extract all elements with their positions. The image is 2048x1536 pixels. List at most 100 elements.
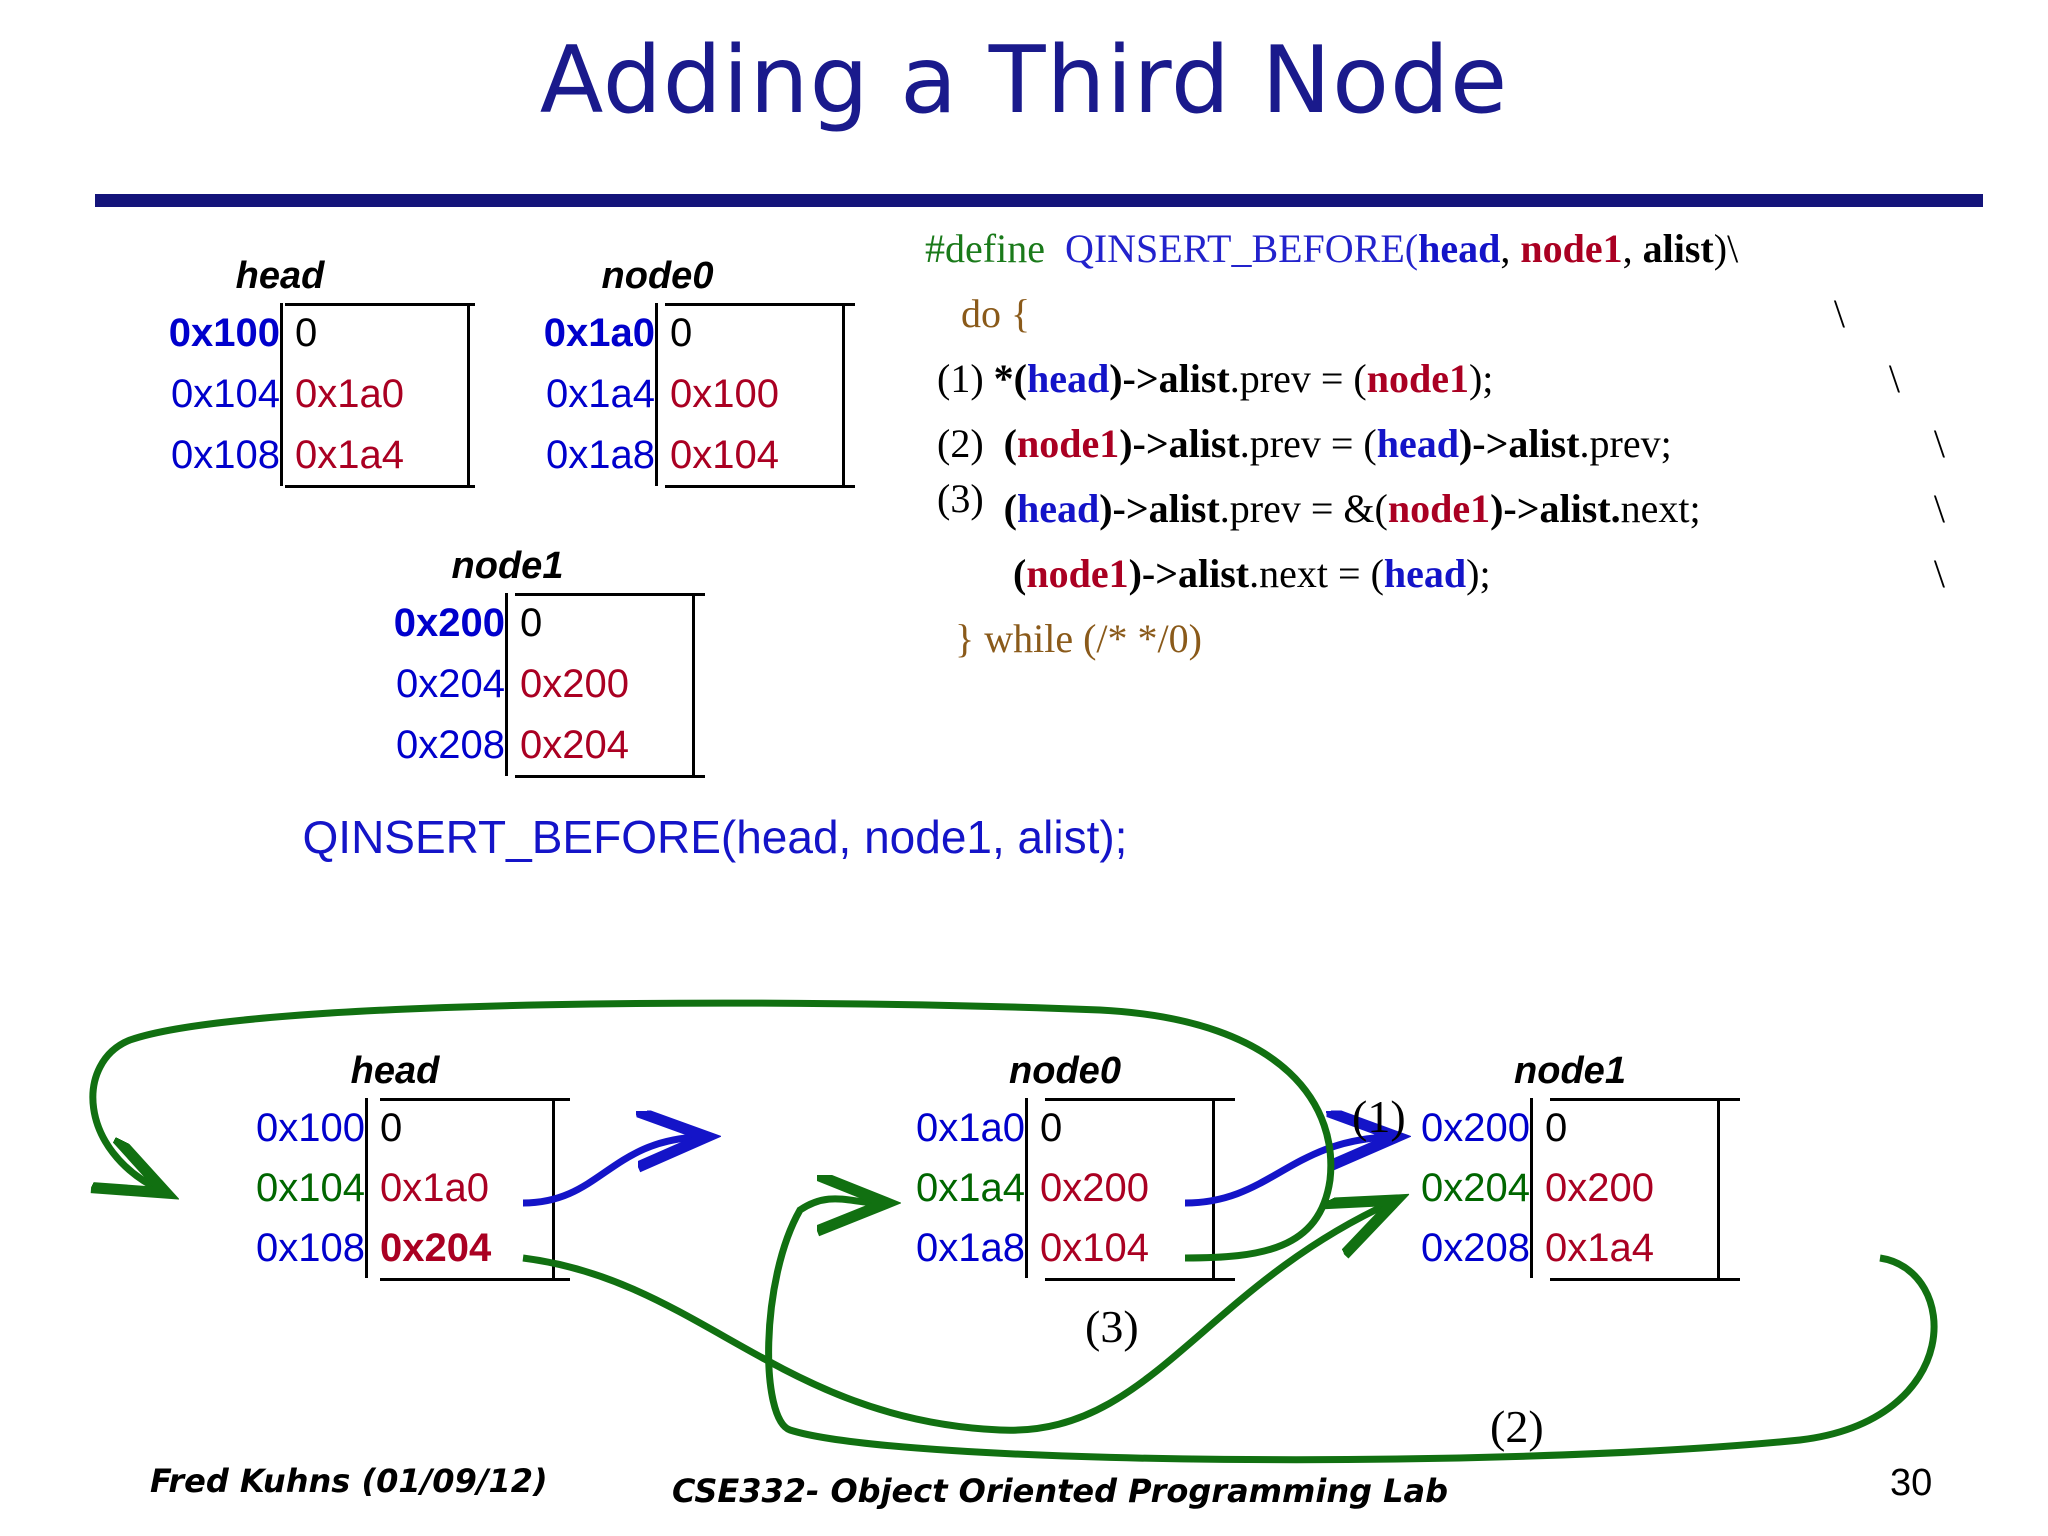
code-token: )->: [1128, 551, 1179, 596]
code-token: )->: [1458, 421, 1509, 466]
title-divider: [95, 194, 1983, 207]
step-number-3: (3): [937, 476, 984, 521]
macro-close: )\: [1713, 226, 1739, 271]
row-address: 0x1a0: [916, 1105, 1025, 1150]
token-head: head: [1026, 356, 1110, 401]
table-label-node1: node1: [451, 545, 564, 587]
row-value: 0x104: [670, 433, 779, 477]
row-value: 0: [520, 601, 543, 645]
code-token: )->: [1490, 486, 1540, 531]
row-value: 0: [1545, 1105, 1568, 1150]
code-line-while: } while (/* */0): [925, 615, 1985, 680]
table-row: 0x1a8 0x104: [865, 1218, 1215, 1278]
code-line-do: do { \: [925, 290, 1985, 355]
code-token: )->: [1119, 421, 1169, 466]
row-value: 0x1a4: [1545, 1225, 1654, 1270]
code-token: );: [1468, 356, 1494, 401]
page-title: Adding a Third Node: [539, 26, 1509, 134]
table-row: 0x1a4 0x200: [865, 1158, 1215, 1218]
token-alist: alist: [1148, 486, 1220, 531]
code-token: .prev = &(: [1219, 486, 1388, 531]
step-number-1: (1): [937, 356, 984, 401]
while-statement: } while (/* */0): [955, 616, 1202, 661]
row-value: 0x100: [670, 372, 779, 416]
row-address: 0x200: [1421, 1105, 1530, 1150]
row-address: 0x100: [168, 311, 280, 355]
row-value: 0x200: [1545, 1165, 1654, 1210]
row-address: 0x204: [1421, 1165, 1530, 1210]
table-row: 0x100 0: [110, 303, 470, 364]
row-value: 0x200: [1040, 1165, 1149, 1210]
row-address: 0x1a0: [543, 311, 655, 355]
code-line-1: (1) *(head)->alist.prev = (node1); \: [925, 355, 1985, 420]
token-node1: node1: [1016, 421, 1120, 466]
table-row: 0x200 0: [1370, 1098, 1720, 1158]
arrow-label-one: (1): [1352, 1091, 1406, 1142]
arrow-label-three: (3): [1085, 1301, 1139, 1352]
code-line-3: (3) (head)->alist.prev = &(node1)->alist…: [925, 476, 1985, 550]
param-node1: node1: [1520, 226, 1623, 271]
row-address: 0x100: [256, 1105, 365, 1150]
line-continuation: \: [1888, 356, 1900, 401]
define-keyword: #define: [925, 226, 1045, 271]
macro-code-block: #define QINSERT_BEFORE(head, node1, alis…: [925, 225, 1985, 680]
token-node1: node1: [1026, 551, 1129, 596]
token-alist: alist: [1168, 421, 1240, 466]
row-address: 0x208: [396, 723, 505, 767]
table-row: 0x208 0x204: [335, 715, 695, 776]
line-continuation: \: [1833, 291, 1845, 336]
token-head: head: [1383, 551, 1467, 596]
code-token: .next = (: [1249, 551, 1384, 596]
row-value: 0: [295, 311, 318, 355]
row-value: 0x1a4: [295, 433, 404, 477]
row-address: 0x204: [396, 662, 505, 706]
table-row: 0x204 0x200: [335, 654, 695, 715]
macro-call-line: QINSERT_BEFORE(head, node1, alist);: [302, 811, 1128, 863]
table-row: 0x208 0x1a4: [1370, 1218, 1720, 1278]
token-alist: alist.: [1539, 486, 1621, 531]
table-label-head: head: [235, 255, 325, 297]
line-continuation: \: [1933, 486, 1945, 531]
row-address: 0x108: [171, 433, 280, 477]
token-alist: alist: [1508, 421, 1580, 466]
row-address: 0x104: [256, 1165, 365, 1210]
line-continuation: \: [1933, 421, 1945, 466]
token-node1: node1: [1366, 356, 1469, 401]
code-token: )->: [1109, 356, 1159, 401]
code-token: (: [1013, 551, 1027, 596]
table-row: 0x104 0x1a0: [110, 364, 470, 425]
param-alist: alist: [1642, 226, 1714, 271]
param-head: head: [1418, 226, 1501, 271]
row-value: 0x200: [520, 662, 629, 706]
table-row: 0x1a0 0: [865, 1098, 1215, 1158]
row-value: 0x204: [380, 1225, 492, 1270]
row-value: 0x204: [520, 723, 629, 767]
row-value: 0x104: [1040, 1225, 1149, 1270]
row-address: 0x108: [256, 1225, 365, 1270]
line-continuation: \: [1933, 551, 1945, 596]
row-address: 0x208: [1421, 1225, 1530, 1270]
token-head: head: [1376, 421, 1459, 466]
code-token: next;: [1620, 486, 1701, 531]
table-row: 0x104 0x1a0: [205, 1158, 555, 1218]
footer-course: CSE332- Object Oriented Programming Lab: [672, 1472, 1449, 1510]
table-row: 0x108 0x1a4: [110, 425, 470, 486]
table-row: 0x1a4 0x100: [485, 364, 845, 425]
do-keyword: do {: [961, 291, 1031, 336]
table-label-node0: node0: [601, 255, 714, 297]
row-address: 0x1a4: [546, 372, 655, 416]
table-row: 0x108 0x204: [205, 1218, 555, 1278]
row-value: 0: [670, 311, 693, 355]
row-value: 0x1a0: [295, 372, 404, 416]
token-alist: alist: [1158, 356, 1230, 401]
code-token: .prev = (: [1239, 421, 1377, 466]
row-value: 0: [380, 1105, 403, 1150]
macro-name: QINSERT_BEFORE(: [1064, 226, 1419, 271]
token-node1: node1: [1387, 486, 1491, 531]
row-address: 0x1a8: [916, 1225, 1025, 1270]
row-address: 0x104: [171, 372, 280, 416]
code-token: (: [1003, 486, 1017, 531]
row-value: 0x1a0: [380, 1165, 489, 1210]
code-token: )->: [1099, 486, 1149, 531]
